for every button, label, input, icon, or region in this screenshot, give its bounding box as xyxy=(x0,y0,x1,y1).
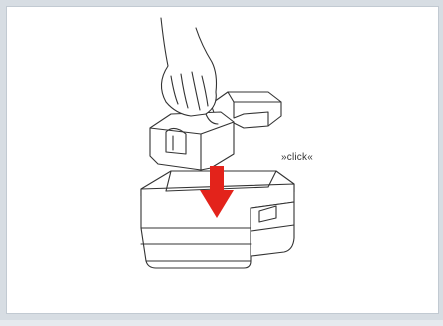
click-annotation: »click« xyxy=(281,152,313,163)
hand-icon xyxy=(161,18,218,124)
assembly-illustration xyxy=(6,6,443,326)
